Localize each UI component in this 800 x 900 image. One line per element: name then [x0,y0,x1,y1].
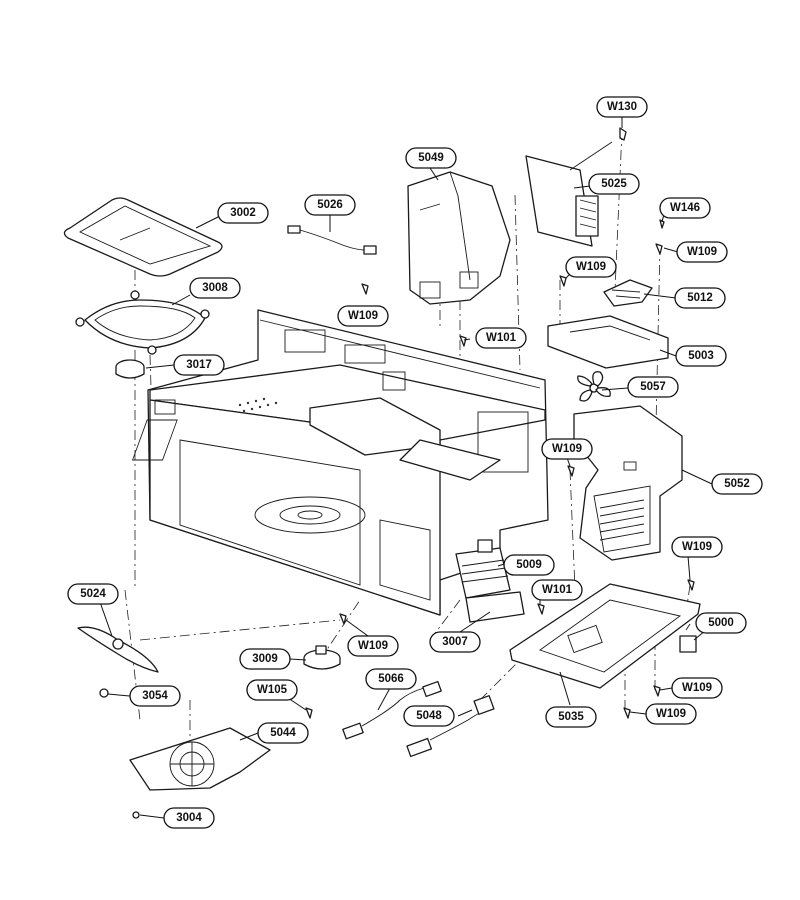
svg-text:W101: W101 [486,332,517,344]
callout-w109e: W109 [671,536,723,558]
svg-text:5000: 5000 [708,617,734,629]
callout-labels: W130 5049 5025 3002 5026 W146 W109 W109 … [67,96,763,829]
callout-5009: 5009 [503,554,555,576]
part-5048-harness [406,695,495,758]
callout-3017: 3017 [173,354,225,376]
part-5000-thermostat [679,623,697,653]
callout-w130: W130 [596,96,648,118]
callout-5000: 5000 [695,612,747,634]
callout-3007: 3007 [429,631,481,653]
part-5024-stirrer [77,626,159,673]
callout-5049: 5049 [405,147,457,169]
part-3017-coupler [115,359,145,379]
svg-text:3004: 3004 [176,812,202,824]
callout-w109g: W109 [347,635,399,657]
small-screws [305,127,695,719]
svg-text:W105: W105 [257,684,288,696]
part-5057-fan [577,371,611,402]
svg-text:W109: W109 [348,310,378,322]
svg-text:5009: 5009 [516,559,542,571]
callout-5025: 5025 [588,173,640,195]
part-5025-pcb [525,141,613,247]
callout-5057: 5057 [627,376,679,398]
part-3004-screw [132,811,140,819]
svg-text:W109: W109 [682,682,712,694]
part-3002-tray [63,197,223,277]
callout-w109f: W109 [671,677,723,699]
svg-text:3008: 3008 [202,282,228,294]
svg-text:3017: 3017 [186,359,212,371]
callout-w109b: W109 [565,256,617,278]
svg-text:3007: 3007 [442,636,468,648]
svg-text:W109: W109 [576,261,606,273]
svg-text:5003: 5003 [688,350,714,362]
svg-text:W109: W109 [552,443,582,455]
callout-5066: 5066 [365,668,417,690]
svg-text:5012: 5012 [687,292,713,304]
svg-text:W109: W109 [687,246,717,258]
part-3009-motor [303,645,341,670]
svg-text:5052: 5052 [724,478,750,490]
svg-text:5044: 5044 [270,727,296,739]
svg-text:3002: 3002 [230,207,256,219]
callout-3009: 3009 [239,648,291,670]
part-3008-roller-ring [75,290,210,355]
svg-text:5024: 5024 [80,588,106,600]
callout-3002: 3002 [217,202,269,224]
svg-text:5066: 5066 [378,673,404,685]
callout-w109d: W109 [541,438,593,460]
svg-text:5048: 5048 [416,710,442,722]
callout-w109a: W109 [676,241,728,263]
part-5026-harness [287,225,377,255]
svg-text:5035: 5035 [558,711,584,723]
callout-5024: 5024 [67,583,119,605]
svg-text:5057: 5057 [640,381,666,393]
part-5035-base-plate [509,583,701,689]
svg-text:W146: W146 [670,202,700,214]
callout-5048: 5048 [403,705,455,727]
part-5049-bracket [407,171,511,305]
part-3007-waveguide [465,591,525,623]
callout-w109h: W109 [645,703,697,725]
callout-5026: 5026 [304,194,356,216]
callout-3054: 3054 [129,685,181,707]
svg-text:5025: 5025 [601,178,627,190]
callout-w101a: W101 [475,327,527,349]
svg-text:3054: 3054 [142,690,168,702]
part-5044-fan-cover [129,727,271,791]
callout-5003: 5003 [675,345,727,367]
callout-5035: 5035 [545,706,597,728]
svg-text:5026: 5026 [317,199,343,211]
part-main-cavity [131,309,549,616]
svg-text:5049: 5049 [418,152,444,164]
svg-text:3009: 3009 [252,653,278,665]
callout-w146: W146 [659,197,711,219]
part-5066-harness [342,680,442,740]
part-5009-magnetron [455,539,511,599]
svg-text:W109: W109 [656,708,686,720]
svg-text:W109: W109 [682,541,712,553]
part-5052-duct [573,405,683,561]
part-5012-damper [603,279,653,307]
part-5003-bracket [547,315,669,369]
part-3054-screw [99,688,109,698]
callout-w109c: W109 [337,305,389,327]
callout-5044: 5044 [257,722,309,744]
callout-w101b: W101 [531,579,583,601]
svg-text:W109: W109 [358,640,388,652]
svg-text:W101: W101 [542,584,573,596]
callout-5012: 5012 [674,287,726,309]
svg-text:W130: W130 [607,101,637,113]
callout-3004: 3004 [163,807,215,829]
callout-w105: W105 [246,679,298,701]
callout-5052: 5052 [711,473,763,495]
callout-3008: 3008 [189,277,241,299]
